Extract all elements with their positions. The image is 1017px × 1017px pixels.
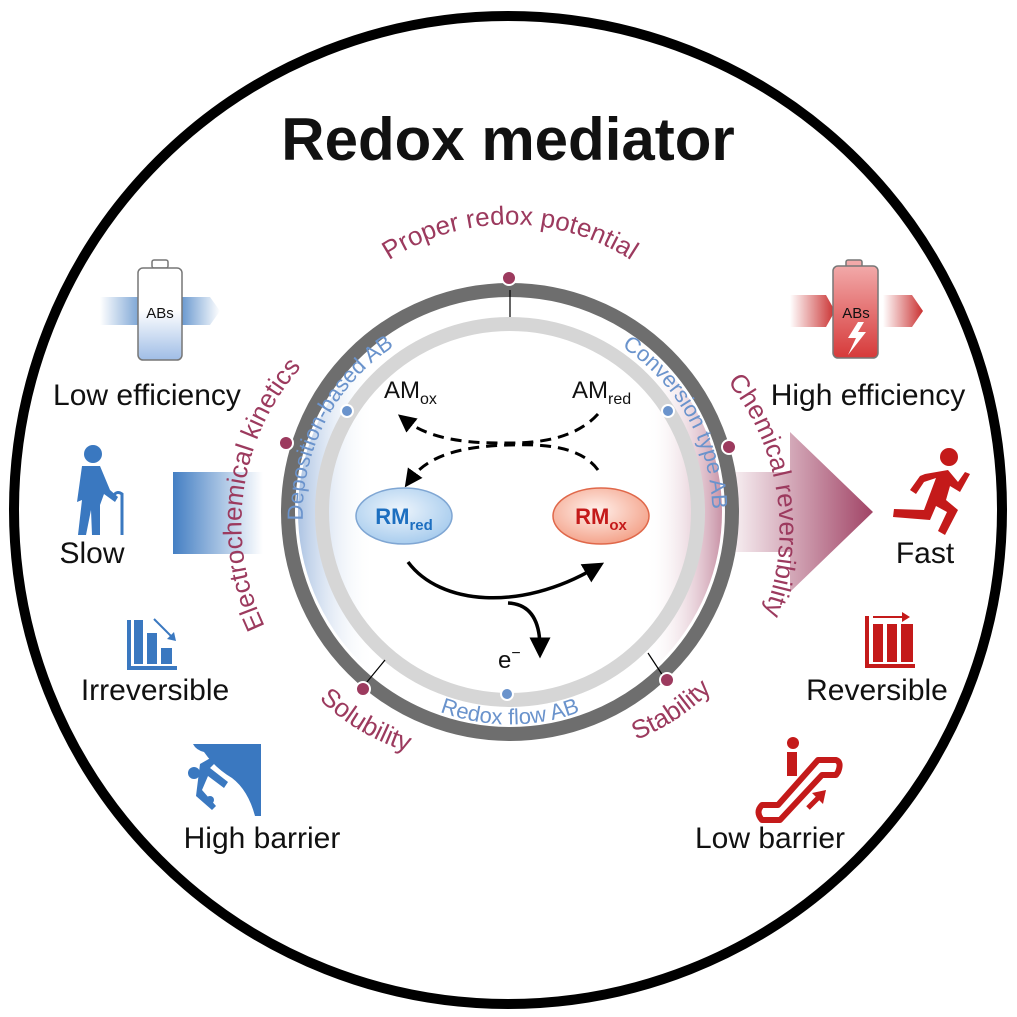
high-barrier-label: High barrier: [184, 822, 341, 855]
fast-label: Fast: [896, 537, 955, 570]
dashed-arrow-am-oxidation: [397, 412, 600, 445]
elderly-walking-icon: [77, 445, 124, 535]
electron-label: e−: [498, 645, 521, 674]
dot-redox-potential: [501, 270, 517, 286]
dashed-arrow-rm-reduction: [404, 443, 600, 488]
battery-label-left: ABs: [146, 305, 174, 322]
battery-low-icon: [100, 259, 220, 361]
fast-gradient-arrow: [720, 432, 873, 592]
slow-label: Slow: [59, 537, 124, 570]
dot-conversion: [661, 404, 675, 418]
electron-release-arrow: [507, 601, 551, 659]
dot-redox-flow: [500, 687, 514, 701]
dot-stability: [659, 672, 675, 688]
rm-ox-label: RMox: [575, 504, 627, 534]
dot-solubility: [355, 681, 371, 697]
rm-red-label: RMred: [375, 504, 433, 534]
battery-charged-icon: [790, 259, 923, 359]
diagram-title: Redox mediator: [281, 106, 734, 173]
dot-reversibility: [721, 439, 737, 455]
irreversible-label: Irreversible: [81, 674, 229, 707]
rm-red-oval: [355, 487, 453, 545]
rock-climber-icon: [188, 744, 261, 816]
rising-bars-icon: [865, 612, 915, 668]
inner-disc-shade: [298, 300, 722, 724]
dot-deposition: [340, 404, 354, 418]
low-barrier-label: Low barrier: [695, 822, 845, 855]
escalator-icon: [755, 737, 843, 823]
battery-label-right: ABs: [842, 305, 870, 322]
running-person-icon: [893, 448, 970, 535]
am-red-label: AMred: [572, 377, 631, 408]
dot-kinetics: [278, 435, 294, 451]
low-efficiency-label: Low efficiency: [53, 379, 241, 412]
am-ox-label: AMox: [384, 377, 437, 408]
reversible-label: Reversible: [806, 674, 948, 707]
slow-gradient-bar: [173, 472, 263, 554]
high-efficiency-label: High efficiency: [771, 379, 966, 412]
rm-ox-oval: [552, 487, 650, 545]
solid-arrow-rm-oxidation: [406, 560, 605, 600]
declining-bars-icon: [127, 618, 177, 670]
